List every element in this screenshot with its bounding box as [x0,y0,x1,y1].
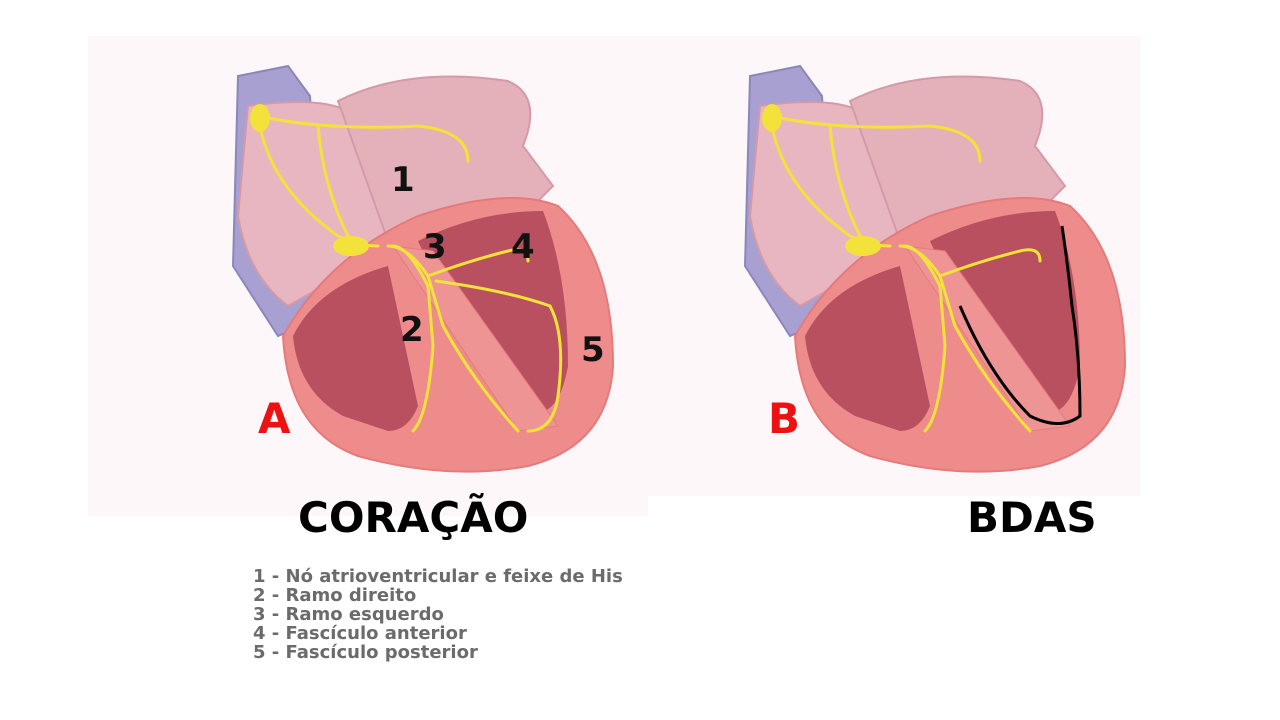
legend-item: 4 - Fascículo anterior [253,623,467,644]
panel-letter-a: A [258,394,291,443]
legend-item: 3 - Ramo esquerdo [253,604,444,625]
label-1: 1 [391,160,415,200]
legend-item: 2 - Ramo direito [253,585,417,606]
label-3: 3 [423,227,447,267]
legend-item: 5 - Fascículo posterior [253,642,478,663]
label-5: 5 [581,330,605,370]
blocked-fascicle-line [958,225,1082,425]
heart-diagram-a: 1 2 3 4 5 [88,36,648,516]
conduction-system [256,114,563,433]
legend-item: 1 - Nó atrioventricular e feixe de His [253,566,623,587]
label-4: 4 [511,227,535,267]
caption-bdas: BDAS [967,493,1097,542]
caption-coracao: CORAÇÃO [298,493,529,542]
legend: 1 - Nó atrioventricular e feixe de His 2… [253,567,623,662]
panel-letter-b: B [768,394,801,443]
right-ventricle [293,266,418,431]
label-2: 2 [400,310,424,350]
heart-diagram-b [640,36,1140,496]
left-ventricle [418,211,568,413]
